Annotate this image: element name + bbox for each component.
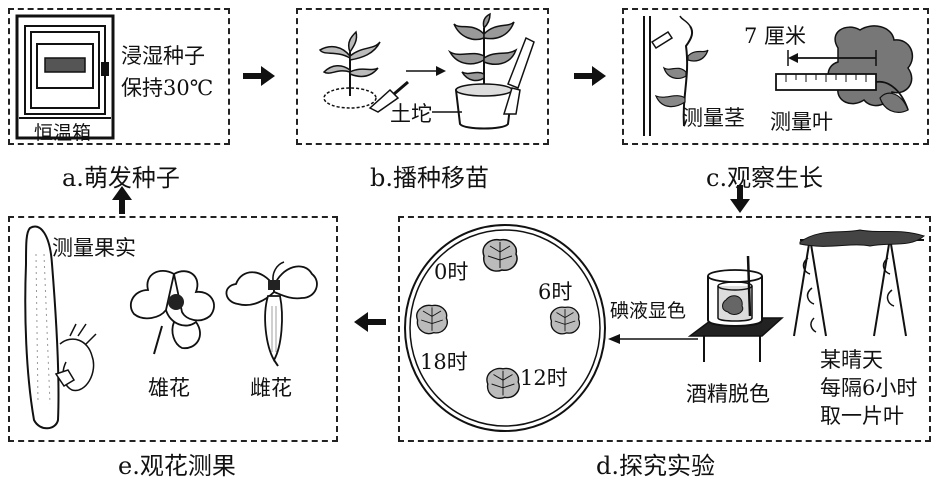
leaf-measure-icon (775, 25, 914, 113)
arrow-c-to-d (730, 185, 750, 213)
measure-stem-label: 测量茎 (682, 106, 745, 130)
time-6h-label: 6时 (538, 280, 573, 304)
leaf-sample-12h (486, 367, 520, 399)
caption-d: d.探究实验 (596, 452, 715, 480)
trowel-icon (368, 80, 409, 113)
leaf-sample-6h (550, 306, 581, 335)
measure-fruit-label: 测量果实 (52, 236, 136, 260)
sunny-day-text: 某晴天 (820, 348, 883, 372)
measure-leaf-label: 测量叶 (770, 110, 833, 134)
arrow-e-to-a (112, 186, 132, 214)
beaker-apparatus-icon (687, 255, 784, 362)
male-flower-label: 雄花 (148, 376, 190, 400)
caption-c: c.观察生长 (706, 164, 824, 192)
caption-a: a.萌发种子 (62, 164, 180, 192)
arrow-d-to-e (354, 312, 386, 332)
incubator-icon (15, 14, 115, 140)
female-flower-icon (225, 261, 318, 367)
soak-seeds-text: 浸湿种子 (121, 44, 205, 68)
time-12h-label: 12时 (520, 366, 568, 390)
leaf-sample-0h (482, 238, 518, 272)
time-0h-label: 0时 (434, 260, 469, 284)
cucumber-fruit-icon (24, 225, 97, 430)
keep-30c-text: 保持30℃ (121, 76, 214, 100)
alcohol-decolorize-label: 酒精脱色 (686, 382, 770, 406)
leaf-sample-18h (416, 304, 448, 335)
caption-e: e.观花测果 (118, 452, 236, 480)
arrow-iodine (608, 334, 698, 344)
incubator-label: 恒温箱 (34, 122, 92, 144)
arrow-b-to-c (574, 66, 606, 86)
every-6-hours-text: 每隔6小时 (820, 376, 918, 400)
seedling-icon (318, 30, 381, 109)
iodine-stain-label: 碘液显色 (610, 300, 687, 322)
caption-b: b.播种移苗 (370, 164, 489, 192)
stem-measure-icon (643, 15, 709, 136)
time-18h-label: 18时 (420, 350, 468, 374)
soil-clump-pointer (432, 111, 462, 113)
trellis-plant-icon (793, 229, 925, 337)
arrow-transplant (406, 66, 446, 76)
arrow-a-to-b (243, 66, 275, 86)
take-a-leaf-text: 取一片叶 (820, 404, 904, 428)
length-7cm-label: 7 厘米 (744, 24, 807, 48)
female-flower-label: 雌花 (250, 376, 292, 400)
potted-seedling-icon (447, 12, 535, 130)
petri-dish-icon (404, 224, 606, 432)
male-flower-icon (129, 269, 215, 355)
soil-clump-label: 土坨 (390, 102, 432, 126)
